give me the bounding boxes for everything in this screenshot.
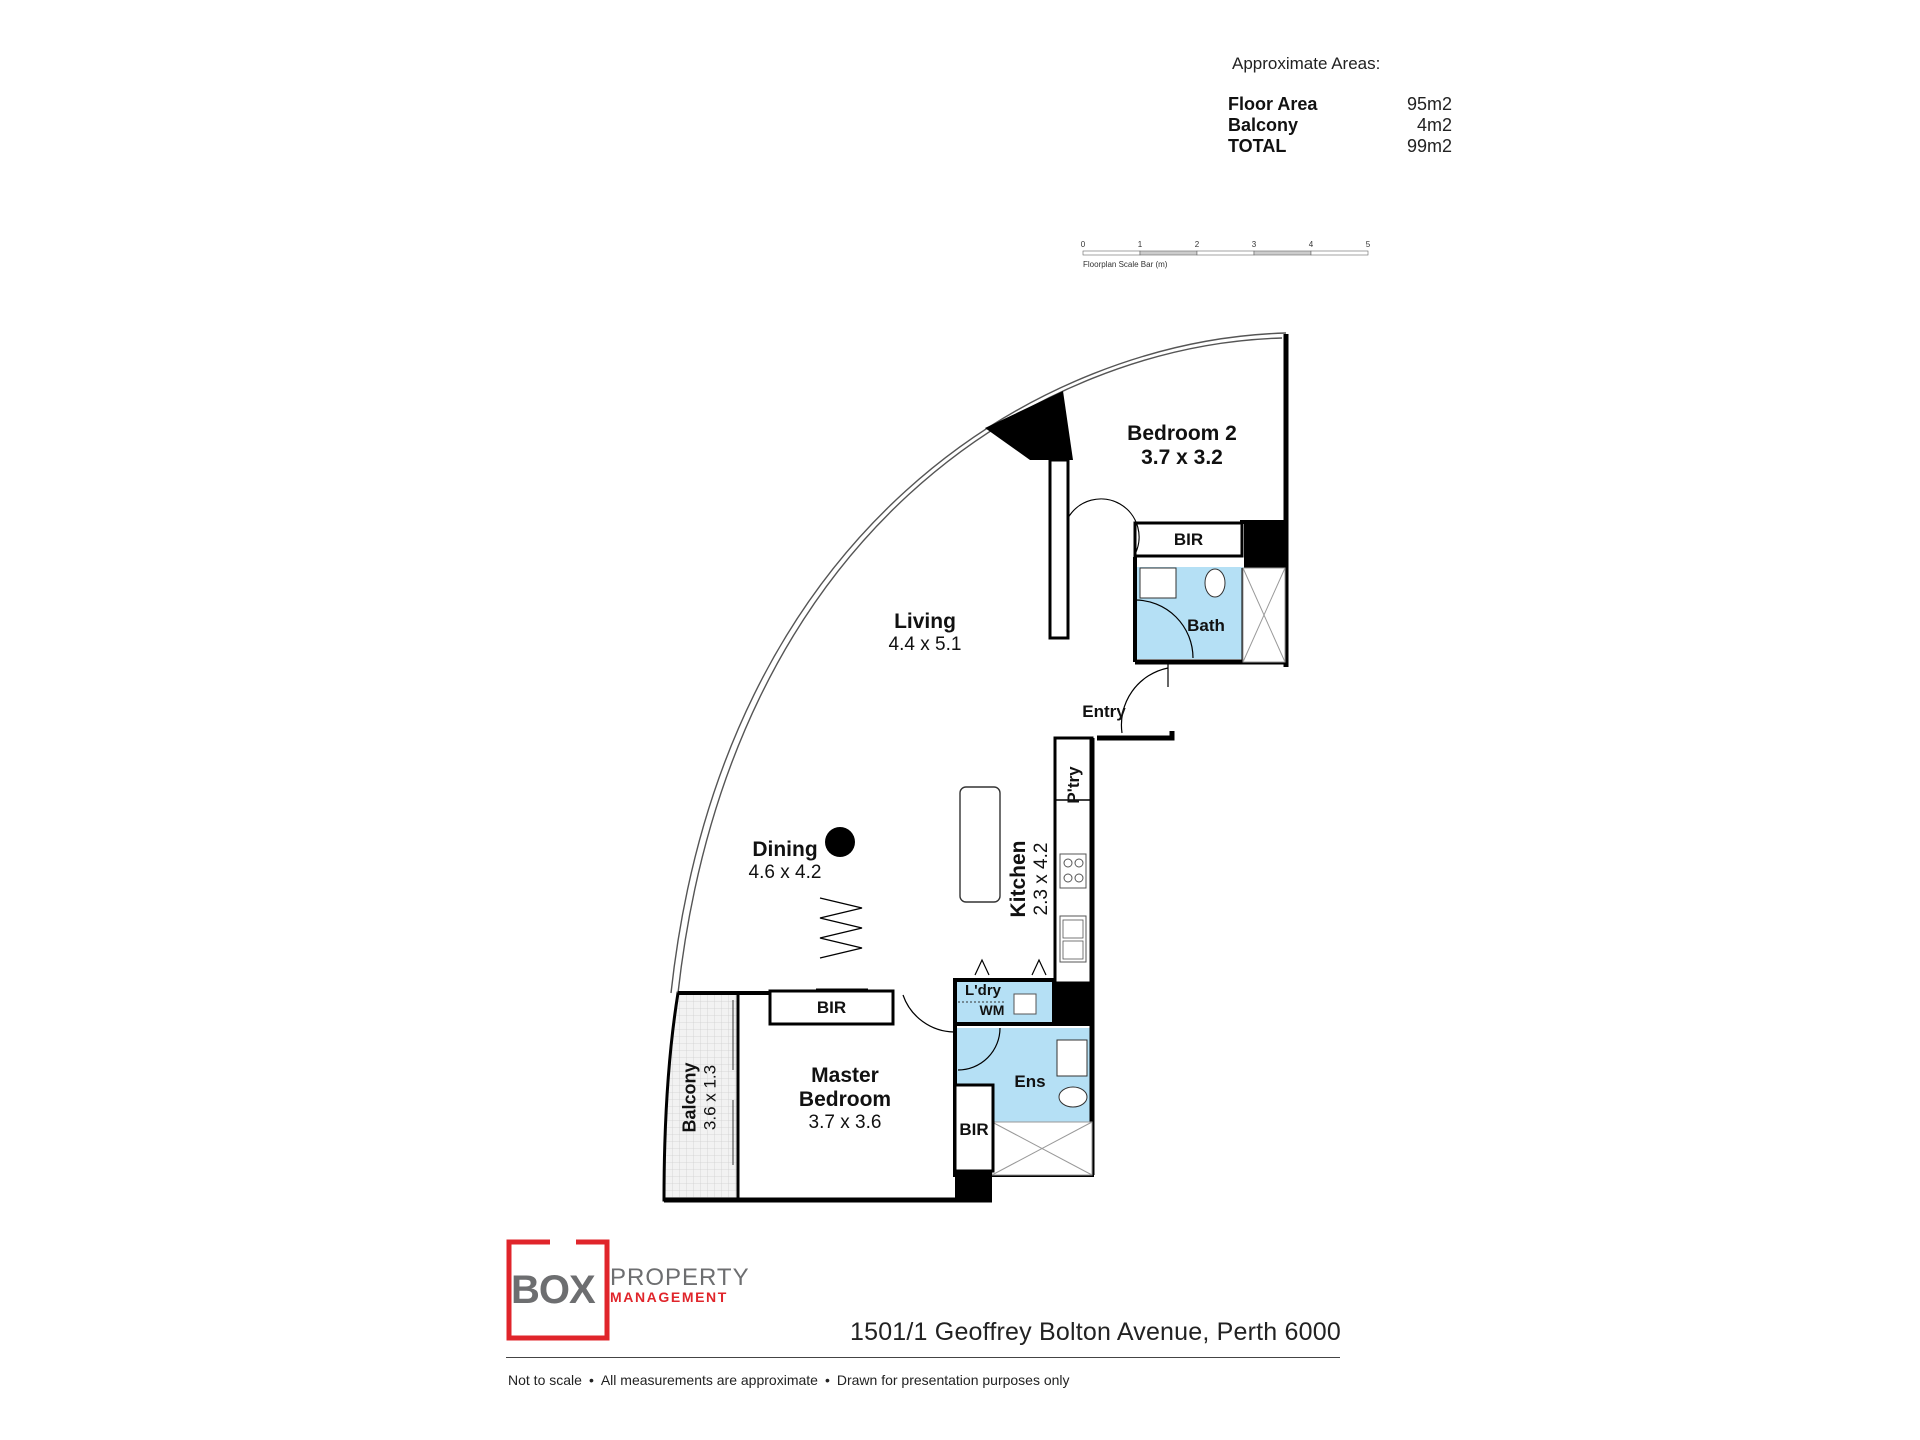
sink: [1059, 915, 1087, 963]
property-address: 1501/1 Geoffrey Bolton Avenue, Perth 600…: [850, 1318, 1341, 1346]
basin: [1139, 567, 1177, 599]
area-label: Floor Area: [1228, 94, 1318, 114]
logo-mark: BOX: [511, 1268, 596, 1312]
bifold-door: [819, 897, 863, 959]
partition-wall: [1048, 458, 1070, 640]
laundry-tub: [1013, 993, 1037, 1015]
room-label-pantry: P'try: [1064, 766, 1083, 804]
area-value: 4m2: [1416, 115, 1452, 135]
wall-block: [955, 1171, 992, 1201]
wall-block: [1244, 522, 1286, 568]
room-name: Balcony: [679, 1062, 700, 1133]
door-swing: [1134, 599, 1194, 659]
room-name: Bedroom: [798, 1088, 892, 1111]
curved-glazing: [670, 332, 1287, 994]
logo-line1: PROPERTY: [610, 1264, 750, 1291]
room-dims: 4.4 x 5.1: [888, 634, 962, 655]
curved-glazing: [677, 337, 1283, 994]
room-label-ensuite: Ens: [1014, 1072, 1046, 1091]
logo-line2: MANAGEMENT: [610, 1289, 728, 1305]
room-label-bir-master: BIR: [816, 998, 847, 1017]
scale-tick: 2: [1195, 240, 1200, 249]
room-label-wm: WM: [979, 1002, 1005, 1018]
room-name: Master: [811, 1064, 879, 1087]
scale-tick: 5: [1366, 240, 1371, 249]
door-swing: [1067, 498, 1140, 557]
footer-item: Drawn for presentation purposes only: [836, 1372, 1070, 1388]
wall: [1097, 731, 1175, 741]
room-name: Bedroom 2: [1127, 422, 1237, 445]
footer-disclaimer: Not to scale•All measurements are approx…: [508, 1372, 1070, 1388]
area-label: Balcony: [1228, 115, 1299, 135]
area-label: TOTAL: [1228, 136, 1287, 156]
scale-caption: Floorplan Scale Bar (m): [1083, 260, 1168, 269]
room-label-dining: Dining 4.6 x 4.2: [730, 838, 840, 884]
room-label-bath: Bath: [1187, 616, 1225, 635]
door-swing: [1031, 958, 1047, 976]
door-swing: [902, 994, 955, 1033]
room-label-balcony: Balcony 3.6 x 1.3: [680, 1038, 721, 1158]
room-label-bir: BIR: [1173, 530, 1204, 549]
round-column: [825, 827, 855, 857]
room-label-bedroom2: Bedroom 2 3.7 x 3.2: [1100, 422, 1264, 470]
door-swing: [1120, 667, 1169, 734]
area-value: 99m2: [1406, 136, 1452, 156]
room-label-living: Living 4.4 x 5.1: [870, 610, 980, 656]
room-dims: 3.7 x 3.2: [1141, 446, 1223, 469]
kitchen-island: [959, 786, 1001, 903]
scale-tick: 4: [1309, 240, 1314, 249]
door-swing: [957, 1027, 1001, 1071]
room-dims: 4.6 x 4.2: [748, 862, 822, 883]
room-label-kitchen: Kitchen 2.3 x 4.2: [1007, 809, 1053, 949]
area-value: 95m2: [1406, 94, 1452, 114]
ensuite-toilet: [1058, 1086, 1088, 1108]
room-label-laundry: L'dry: [964, 982, 1002, 999]
wall-block: [1052, 982, 1092, 1022]
bir-bedroom2: [1133, 521, 1244, 558]
room-label-master: Master Bedroom 3.7 x 3.6: [770, 1064, 920, 1134]
room-name: Kitchen: [1007, 840, 1030, 918]
ensuite-basin: [1056, 1039, 1088, 1077]
divider: [506, 1357, 1340, 1358]
scale-tick: 3: [1252, 240, 1257, 249]
bir-master-top: [768, 989, 895, 1026]
room-dims: 3.7 x 3.6: [808, 1112, 882, 1133]
footer-item: Not to scale: [508, 1372, 582, 1388]
structural-column: [985, 391, 1073, 460]
scale-tick: 0: [1081, 240, 1086, 249]
room-dims: 3.6 x 1.3: [700, 1064, 720, 1131]
toilet: [1204, 568, 1226, 598]
company-logo: BOX PROPERTY MANAGEMENT: [506, 1239, 750, 1341]
room-dims: 2.3 x 4.2: [1031, 842, 1052, 916]
room-label-entry: Entry: [1082, 702, 1126, 721]
scale-tick: 1: [1138, 240, 1143, 249]
areas-heading: Approximate Areas:: [1232, 54, 1381, 73]
door-swing: [974, 958, 990, 976]
scale-bar: 0 1 2 3 4 5 Floorplan Scale Bar (m): [1081, 240, 1371, 269]
cooktop: [1059, 853, 1087, 889]
room-name: Living: [894, 610, 956, 633]
room-name: Dining: [752, 838, 818, 861]
footer-item: All measurements are approximate: [600, 1372, 818, 1388]
room-label-bir-side: BIR: [959, 1120, 989, 1139]
